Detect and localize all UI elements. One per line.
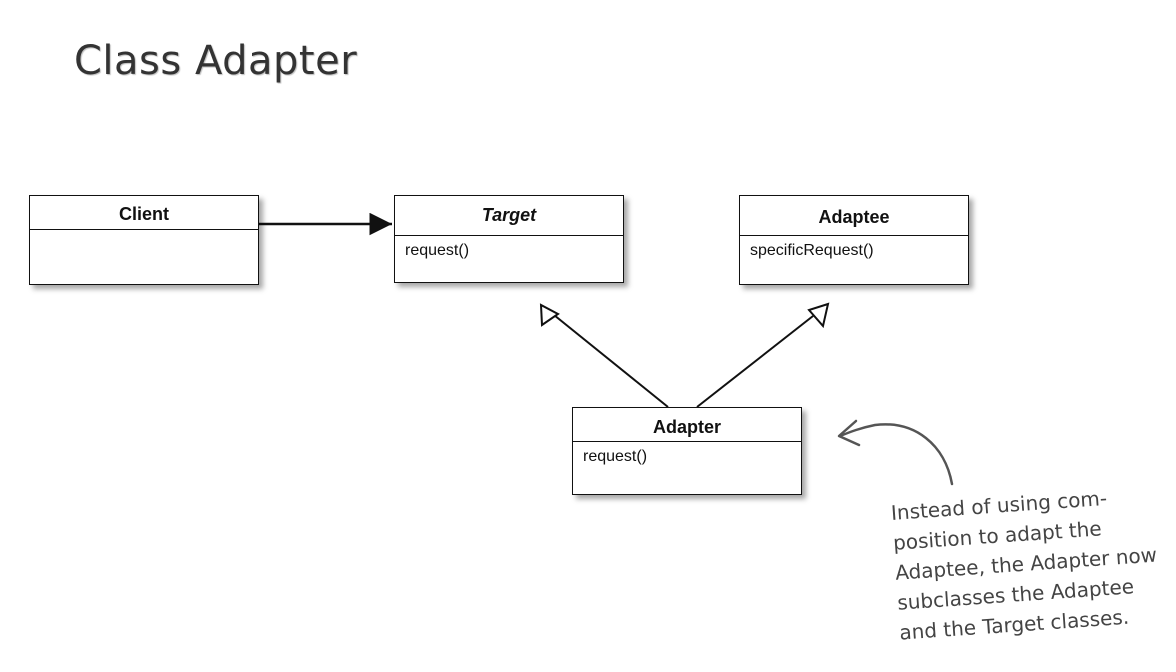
slide-title: Class Adapter	[74, 38, 358, 84]
inheritance-line-adapter-target	[553, 314, 669, 408]
adapter-class-name: Adapter	[573, 408, 801, 442]
handwritten-note: Instead of using com- position to adapt …	[890, 478, 1176, 648]
adapter-class-box: Adapter request()	[572, 407, 802, 495]
note-pointer-arrowhead	[837, 419, 861, 447]
target-class-box: Target request()	[394, 195, 624, 283]
adaptee-class-name: Adaptee	[740, 196, 968, 236]
inheritance-line-adapter-adaptee	[696, 315, 814, 408]
client-class-name: Client	[30, 196, 258, 230]
target-class-name: Target	[395, 196, 623, 236]
adapter-class-methods: request()	[583, 448, 648, 465]
target-class-methods: request()	[405, 242, 470, 259]
client-class-methods	[30, 230, 258, 242]
inheritance-arrowhead-adaptee	[807, 302, 830, 329]
client-class-box: Client	[29, 195, 259, 285]
inheritance-arrowhead-target	[539, 303, 560, 327]
adaptee-class-methods: specificRequest()	[750, 242, 874, 259]
adaptee-class-box: Adaptee specificRequest()	[739, 195, 969, 285]
note-pointer-arrow	[838, 423, 954, 486]
